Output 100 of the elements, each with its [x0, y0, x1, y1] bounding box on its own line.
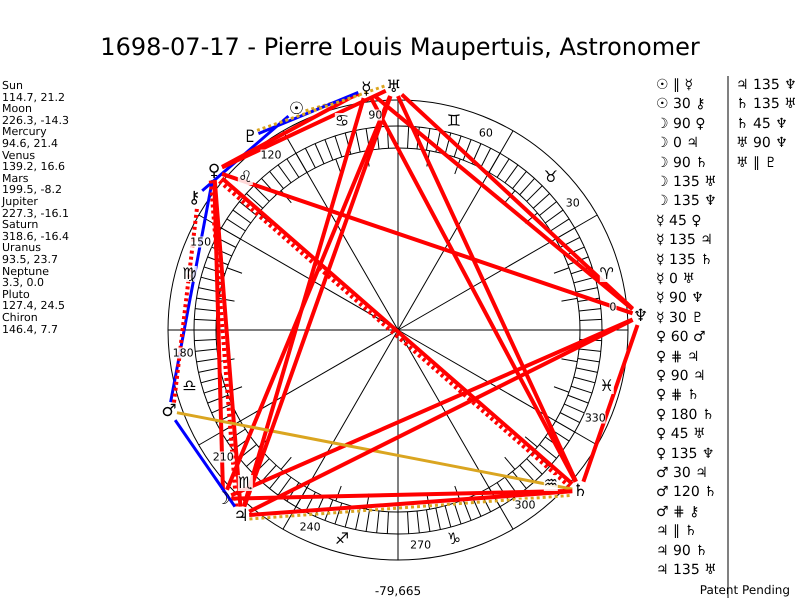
- aspect-entry: ♃ 135 ♆: [736, 78, 797, 92]
- chart-title: 1698-07-17 - Pierre Louis Maupertuis, Astronomer: [100, 35, 700, 59]
- zodiac-sign-symbol: ♓: [599, 378, 614, 394]
- side-list-text: 227.3, -16.1: [2, 208, 69, 219]
- zodiac-sign-symbol: ♍: [182, 266, 197, 282]
- aspect-line: [305, 94, 360, 112]
- side-list-text: Neptune: [2, 266, 50, 277]
- side-list-text: Mercury: [2, 126, 47, 138]
- zodiac-sign-symbol: ♏: [238, 474, 252, 491]
- aspect-entry: ☿ 30 ♇: [656, 310, 704, 325]
- planet-symbol: ♃: [233, 506, 250, 525]
- side-list-text: 226.3, -14.3: [2, 114, 69, 126]
- side-list-text: 127.4, 24.5: [2, 300, 65, 312]
- side-list-text: Uranus: [2, 242, 41, 254]
- aspect-entry: ♀ 60 ♂: [656, 330, 706, 344]
- degree-label: 60: [478, 127, 493, 138]
- side-list-text: 94.6, 21.4: [2, 138, 58, 149]
- side-list-text: Saturn: [2, 219, 38, 230]
- aspect-line: [221, 172, 634, 316]
- aspect-entry: ☿ 45 ♀: [656, 214, 702, 228]
- coordinate-text: -79,665: [374, 585, 422, 597]
- side-list-text: Pluto: [2, 288, 30, 300]
- aspect-entry: ☿ 135 ♄: [656, 252, 713, 267]
- aspect-entry: ☿ 0 ♅: [656, 272, 695, 286]
- degree-label: 270: [410, 539, 432, 550]
- side-list-text: Sun: [2, 80, 23, 91]
- planet-symbol: ♀: [206, 162, 222, 180]
- aspect-entry: ☿ 135 ♃: [656, 233, 713, 248]
- planet-symbol: ☿: [358, 80, 374, 98]
- degree-label: 150: [190, 236, 212, 248]
- zodiac-sign-symbol: ♑: [446, 530, 462, 547]
- aspect-entry: ♂ 120 ♄: [656, 485, 717, 500]
- zodiac-sign-symbol: ♌: [238, 169, 252, 186]
- zodiac-sign-symbol: ♈: [599, 266, 614, 282]
- planet-symbol: ⚷: [186, 188, 202, 207]
- side-list-text: 3.3, 0.0: [2, 277, 44, 288]
- zodiac-sign-symbol: ♒: [544, 474, 558, 491]
- aspect-line: [221, 88, 387, 170]
- aspect-entry: ♃ ∥ ♄: [656, 524, 698, 538]
- aspect-entry: ♀ 135 ♆: [656, 446, 714, 461]
- aspect-entry: ♀ 180 ♄: [656, 408, 714, 422]
- aspect-line: [174, 419, 236, 508]
- aspect-entry: ☽ 135 ♆: [656, 194, 717, 208]
- degree-label: 330: [584, 412, 606, 424]
- aspect-entry: ♀ ⋕ ♃: [656, 350, 700, 364]
- side-list-text: 93.5, 23.7: [2, 254, 58, 265]
- aspect-entry: ☽ 135 ♅: [656, 175, 717, 189]
- aspect-entry: ♀ 90 ♃: [656, 369, 706, 383]
- aspect-entry: ♅ ∥ ♇: [736, 156, 778, 170]
- side-list-text: Mars: [2, 172, 28, 184]
- degree-label: 210: [212, 451, 234, 462]
- aspect-entry: ☉ ∥ ☿: [656, 78, 694, 92]
- aspect-line: [176, 411, 573, 491]
- side-list-text: 139.2, 16.6: [2, 161, 65, 172]
- side-list-text: Moon: [2, 103, 32, 114]
- aspect-line: [242, 98, 366, 508]
- aspect-line: [249, 489, 572, 517]
- side-list-text: Venus: [2, 150, 36, 161]
- aspect-entry: ☿ 90 ♆: [656, 291, 704, 306]
- aspect-entry: ♃ 90 ♄: [656, 544, 708, 558]
- aspect-entry: ☉ 30 ⚷: [656, 97, 706, 112]
- degree-label: 120: [260, 150, 282, 161]
- degree-label: 180: [172, 347, 194, 358]
- side-list-text: 199.5, -8.2: [2, 184, 62, 196]
- aspect-entry: ♀ 45 ♅: [656, 427, 706, 442]
- aspect-line: [582, 324, 640, 482]
- degree-label: 0: [609, 302, 616, 313]
- aspect-entry: ♀ ⋕ ♄: [656, 388, 700, 402]
- planet-symbol: ♅: [386, 78, 402, 96]
- aspect-entry: ☽ 90 ♄: [656, 156, 708, 170]
- aspect-entry: ☽ 0 ♃: [656, 136, 699, 150]
- zodiac-sign-symbol: ♐: [334, 530, 350, 547]
- aspect-line: [258, 91, 359, 136]
- degree-label: 90: [368, 110, 382, 121]
- planet-symbol: ☉: [288, 100, 304, 118]
- aspect-line: [169, 180, 214, 402]
- degree-label: 30: [566, 198, 580, 209]
- side-list-text: 114.7, 21.2: [2, 92, 65, 103]
- aspect-line: [212, 180, 225, 490]
- side-list-text: 318.6, -16.4: [2, 230, 69, 242]
- side-list-text: Chiron: [2, 312, 38, 323]
- aspect-entry: ♅ 90 ♆: [736, 136, 788, 150]
- side-list-text: 146.4, 7.7: [2, 324, 58, 335]
- aspect-line: [256, 84, 385, 132]
- planet-symbol: ☽: [215, 490, 232, 508]
- aspect-entry: ♄ 45 ♆: [736, 116, 788, 131]
- planet-symbol: ♄: [572, 482, 588, 500]
- aspect-entry: ♂ 30 ♃: [656, 466, 708, 480]
- aspect-line: [231, 488, 572, 501]
- aspect-line: [201, 115, 290, 192]
- aspect-entry: ♂ ⋕ ⚷: [656, 504, 700, 519]
- aspect-entry: ♄ 135 ♅: [736, 97, 797, 112]
- planet-symbol: ♂: [160, 402, 177, 420]
- side-list-text: Jupiter: [2, 196, 38, 207]
- planet-symbol: ♆: [632, 307, 649, 325]
- aspect-line: [172, 206, 200, 403]
- degree-label: 240: [300, 522, 321, 533]
- degree-label: 300: [514, 499, 536, 510]
- aspect-entry: ☽ 90 ♀: [656, 116, 706, 131]
- aspect-entry: ♃ 135 ♅: [656, 563, 717, 577]
